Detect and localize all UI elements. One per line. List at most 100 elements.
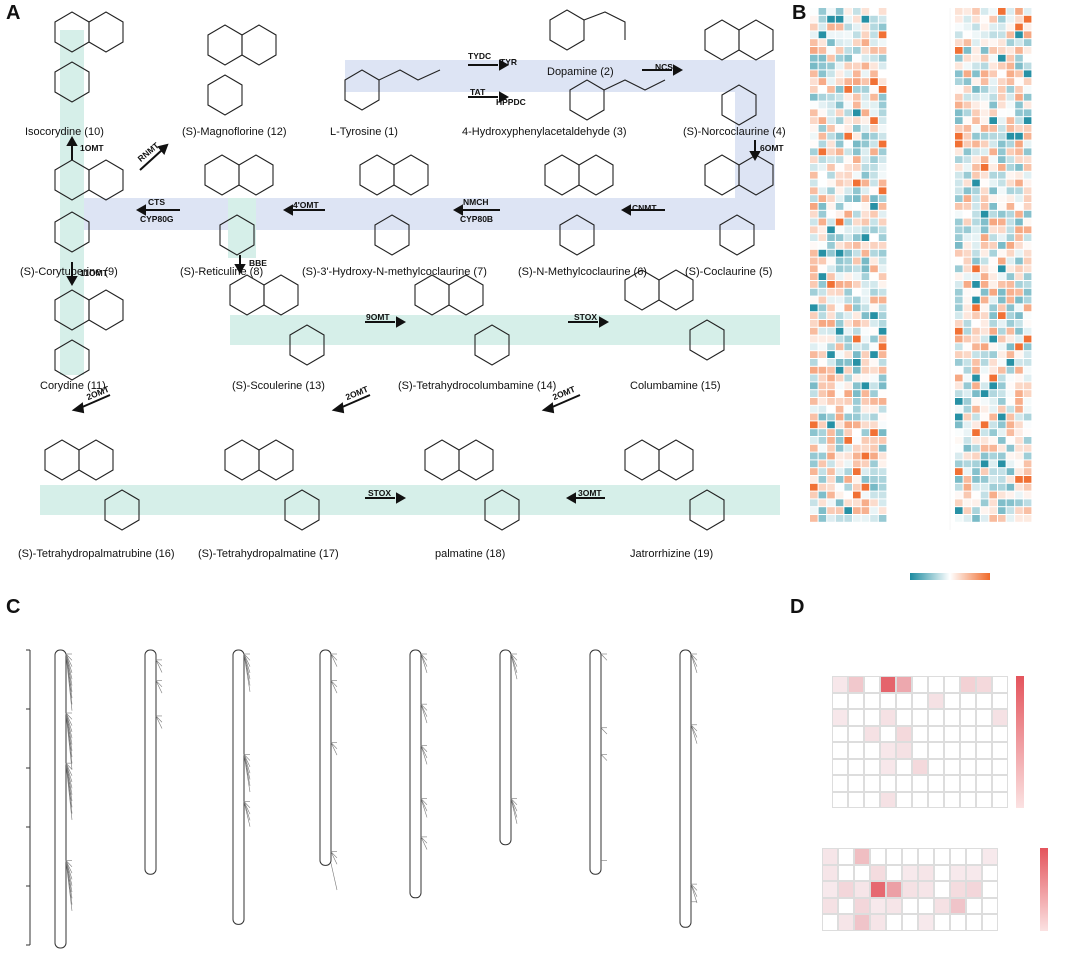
heatmap-cell — [835, 281, 844, 288]
table-cell — [864, 676, 880, 693]
heatmap-cell — [980, 491, 989, 499]
heatmap-cell — [861, 507, 870, 514]
heatmap-cell — [955, 203, 963, 210]
gene-link — [155, 659, 163, 673]
heatmap-cell — [972, 15, 980, 23]
heatmap-cell — [878, 421, 887, 429]
table-cell — [832, 742, 848, 759]
compound-hydroxy-nmc: (S)-3'-Hydroxy-N-methylcoclaurine (7) — [302, 266, 487, 278]
heatmap-cell — [955, 101, 963, 109]
table-cell — [848, 775, 864, 792]
heatmap-cell — [861, 93, 870, 101]
heatmap-cell — [989, 242, 997, 249]
heatmap-cell — [963, 195, 972, 202]
heatmap-cell — [980, 109, 989, 117]
table-cell — [992, 775, 1008, 792]
heatmap-cell — [853, 226, 861, 234]
heatmap-cell — [853, 23, 861, 31]
heatmap-cell — [1023, 242, 1032, 249]
heatmap-cell — [998, 327, 1006, 335]
heatmap-cell — [980, 8, 989, 15]
heatmap-cell — [818, 125, 827, 132]
heatmap-cell — [998, 499, 1006, 507]
heatmap-cell — [989, 195, 997, 202]
heatmap-cell — [810, 140, 818, 148]
chromosome-bar — [589, 649, 602, 875]
heatmap-cell — [980, 187, 989, 195]
heatmap-cell — [989, 320, 997, 327]
heatmap-cell — [1023, 8, 1032, 15]
structure-jatrorrhizine — [624, 439, 725, 531]
heatmap-cell — [835, 437, 844, 444]
heatmap-cell — [870, 125, 878, 132]
heatmap-cell — [955, 351, 963, 358]
heatmap-cell — [980, 468, 989, 475]
heatmap-cell — [989, 187, 997, 195]
heatmap-cell — [818, 452, 827, 460]
compound-corydine: Corydine (11) — [40, 380, 106, 392]
heatmap-cell — [878, 507, 887, 514]
heatmap-cell — [870, 515, 878, 522]
heatmap-cell — [818, 405, 827, 413]
heatmap-cell — [827, 179, 835, 187]
heatmap-cell — [835, 366, 844, 374]
heatmap-cell — [810, 218, 818, 226]
heatmap-cell — [1006, 421, 1015, 429]
heatmap-cell — [870, 257, 878, 265]
heatmap-cell — [878, 93, 887, 101]
arrow-2omt-right — [549, 394, 581, 409]
heatmap-cell — [810, 242, 818, 249]
heatmap-cell — [1023, 351, 1032, 358]
table-cell — [880, 791, 896, 808]
heatmap-cell — [810, 171, 818, 179]
table-cell — [982, 848, 998, 865]
heatmap-cell — [963, 398, 972, 405]
heatmap-cell — [1015, 444, 1023, 452]
heatmap-cell — [861, 312, 870, 319]
heatmap-cell — [989, 476, 997, 483]
heatmap-cell — [810, 164, 818, 171]
table-cell — [832, 692, 848, 709]
heatmap-cell — [844, 491, 852, 499]
heatmap-cell — [955, 476, 963, 483]
heatmap-cell — [972, 234, 980, 241]
pathway-band-top — [345, 60, 775, 92]
heatmap-cell — [1023, 101, 1032, 109]
table-cell — [944, 791, 960, 808]
heatmap-cell — [810, 109, 818, 117]
heatmap-cell — [810, 429, 818, 436]
heatmap-cell — [998, 39, 1006, 46]
enzyme-11omt: 11OMT — [80, 268, 108, 278]
heatmap-cell — [810, 179, 818, 187]
heatmap-cell — [972, 117, 980, 124]
heatmap-cell — [810, 320, 818, 327]
heatmap-cell — [878, 273, 887, 280]
heatmap-cell — [998, 296, 1006, 304]
table-cell — [934, 848, 950, 865]
heatmap-cell — [870, 242, 878, 249]
table-cell — [864, 742, 880, 759]
table-cell — [944, 709, 960, 726]
heatmap-cell — [963, 210, 972, 218]
heatmap-cell — [878, 437, 887, 444]
heatmap-cell — [1023, 382, 1032, 390]
heatmap-cell — [810, 47, 818, 54]
heatmap-cell — [1006, 109, 1015, 117]
heatmap-cell — [835, 444, 844, 452]
heatmap-cell — [1015, 327, 1023, 335]
heatmap-cell — [870, 304, 878, 312]
heatmap-cell — [818, 335, 827, 343]
heatmap-cell — [963, 327, 972, 335]
heatmap-cell — [844, 483, 852, 491]
heatmap-cell — [972, 327, 980, 335]
heatmap-cell — [989, 273, 997, 280]
heatmap-cell — [844, 273, 852, 280]
heatmap-cell — [1023, 218, 1032, 226]
heatmap-cell — [853, 335, 861, 343]
heatmap-cell — [844, 171, 852, 179]
heatmap-cell — [878, 234, 887, 241]
heatmap-cell — [853, 374, 861, 382]
heatmap-cell — [980, 179, 989, 187]
gene-link — [420, 798, 428, 812]
heatmap-cell — [835, 125, 844, 132]
